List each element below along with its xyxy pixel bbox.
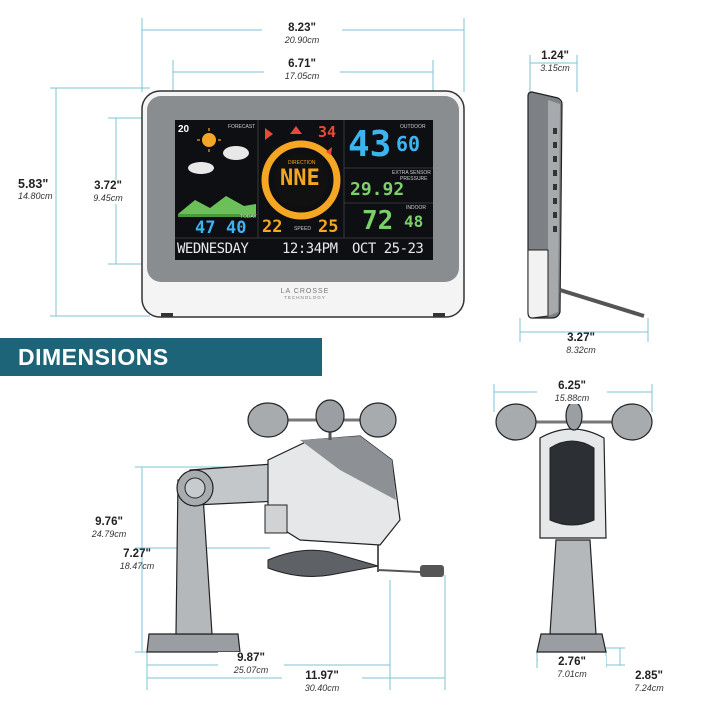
display-indoor-hum: 48 — [404, 212, 424, 231]
display-outdoor-label: OUTDOOR — [400, 124, 426, 130]
display-time: 12:34PM — [282, 241, 338, 257]
dim-sensor-height-overall: 9.76" 24.79cm — [74, 516, 144, 540]
dim-value-in: 11.97" — [305, 670, 339, 682]
dim-value-in: 6.71" — [288, 58, 316, 70]
display-date: OCT 25-23 — [352, 241, 424, 257]
dim-value-in: 3.72" — [94, 180, 122, 192]
console-side — [527, 91, 645, 319]
dim-value-in: 6.25" — [558, 380, 586, 392]
dim-console-width-screen: 6.71" 17.05cm — [264, 58, 340, 82]
display-direction-value: NNE — [280, 166, 320, 191]
dim-value-cm: 14.80cm — [18, 191, 53, 201]
dim-front-width-base: 2.76" 7.01cm — [538, 656, 606, 680]
console-front — [141, 90, 465, 318]
display-day: WEDNESDAY — [177, 241, 249, 257]
dim-value-cm: 30.40cm — [304, 683, 340, 693]
dim-front-width-cups: 6.25" 15.88cm — [537, 380, 607, 404]
display-outdoor-hum: 60 — [396, 132, 421, 156]
dim-value-cm: 15.88cm — [554, 393, 590, 403]
dim-side-depth-stand: 3.27" 8.32cm — [550, 332, 612, 356]
display-pressure-label: PRESSURE — [400, 176, 428, 182]
display-direction-label: DIRECTION — [288, 160, 316, 166]
dim-value-in: 7.27" — [123, 548, 151, 560]
dim-console-height-overall: 5.83" 14.80cm — [18, 178, 94, 202]
display-lo-temp: 40 — [226, 218, 247, 238]
brand-line2: TECHNOLOGY — [284, 295, 326, 300]
dim-value-cm: 18.47cm — [119, 561, 155, 571]
dim-sensor-width-base: 9.87" 25.07cm — [218, 652, 284, 676]
dim-value-cm: 7.01cm — [557, 669, 587, 679]
display-outdoor-temp: 43 — [348, 124, 392, 165]
dim-value-in: 3.27" — [567, 332, 595, 344]
brand-logo: LA CROSSE TECHNOLOGY — [270, 288, 340, 300]
display-pressure-value: 29.92 — [350, 179, 405, 200]
display-forecast-label: FORECAST — [228, 124, 256, 130]
display-extra-label: EXTRA SENSOR — [392, 170, 431, 176]
display-speed-left: 22 — [262, 217, 283, 237]
display-indoor-label: INDOOR — [406, 205, 426, 211]
display-speed-label: SPEED — [294, 226, 311, 232]
dim-front-depth-base: 2.85" 7.24cm — [614, 670, 684, 694]
dim-value-in: 2.76" — [558, 656, 586, 668]
display-hi-temp: 47 — [195, 218, 216, 238]
dim-value-cm: 20.90cm — [284, 35, 320, 45]
dim-value-cm: 8.32cm — [566, 345, 596, 355]
dim-value-cm: 25.07cm — [233, 665, 269, 675]
display-indoor-temp: 72 — [362, 206, 394, 236]
sensor-side-view — [146, 399, 444, 653]
brand-line1: LA CROSSE — [280, 288, 330, 295]
dim-value-in: 5.83" — [18, 177, 49, 191]
dim-console-width-overall: 8.23" 20.90cm — [262, 22, 342, 46]
dim-value-cm: 17.05cm — [284, 71, 320, 81]
dim-value-cm: 9.45cm — [93, 193, 123, 203]
dimensions-banner: DIMENSIONS — [0, 338, 322, 376]
dim-side-depth-top: 1.24" 3.15cm — [524, 50, 586, 74]
banner-title: DIMENSIONS — [18, 344, 169, 370]
sensor-front-view — [495, 401, 653, 653]
dim-value-in: 9.76" — [95, 516, 123, 528]
dim-value-in: 1.24" — [541, 50, 569, 62]
display-speed-right: 25 — [318, 217, 339, 237]
dim-sensor-width-overall: 11.97" 30.40cm — [282, 670, 362, 694]
dim-value-in: 2.85" — [635, 670, 663, 682]
dim-console-height-screen: 3.72" 9.45cm — [80, 180, 136, 204]
dim-value-in: 9.87" — [237, 652, 265, 664]
dim-value-cm: 3.15cm — [540, 63, 570, 73]
display-today-label: TODAY — [240, 214, 257, 220]
dim-value-in: 8.23" — [288, 22, 316, 34]
display-top-wind: 34 — [318, 123, 337, 141]
dim-value-cm: 7.24cm — [634, 683, 664, 693]
display-temp-small: 20 — [178, 124, 190, 135]
dim-sensor-height-arm: 7.27" 18.47cm — [102, 548, 172, 572]
dim-value-cm: 24.79cm — [91, 529, 127, 539]
